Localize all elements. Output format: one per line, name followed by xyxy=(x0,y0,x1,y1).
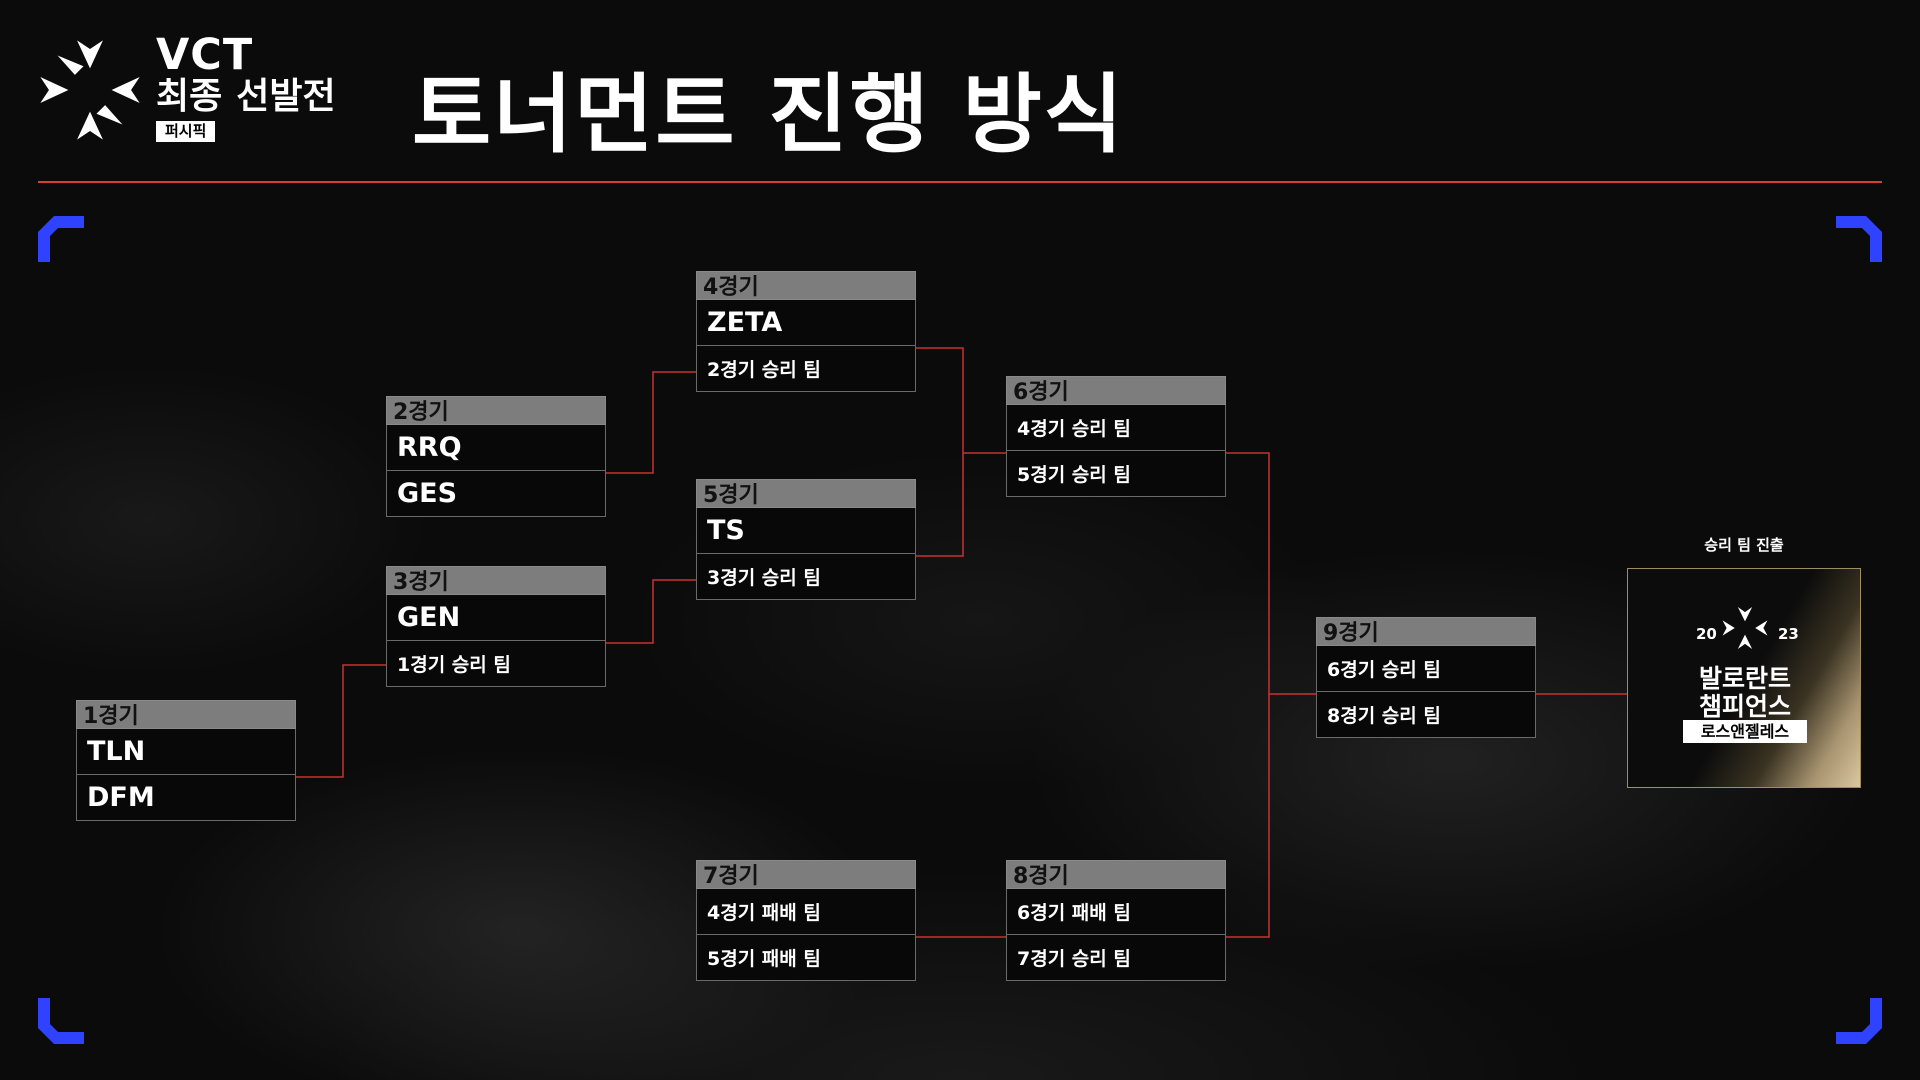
match-label: 8경기 xyxy=(1006,860,1226,889)
match-slot: 6경기 패배 팀 xyxy=(1006,889,1226,935)
champions-city-badge: 로스앤젤레스 xyxy=(1683,720,1807,743)
match-slot: DFM xyxy=(76,775,296,821)
corner-bracket-top-left-icon xyxy=(38,216,84,262)
corner-bracket-bottom-left-icon xyxy=(38,998,84,1044)
match-slot: TS xyxy=(696,508,916,554)
connector-m2-m4 xyxy=(606,371,696,474)
match-slot: 7경기 승리 팀 xyxy=(1006,935,1226,981)
connector-m8-m9 xyxy=(1226,694,1270,938)
year-left: 20 xyxy=(1696,625,1717,643)
match-6: 6경기 4경기 승리 팀 5경기 승리 팀 xyxy=(1006,376,1226,497)
match-slot: 3경기 승리 팀 xyxy=(696,554,916,600)
match-slot: 2경기 승리 팀 xyxy=(696,346,916,392)
match-slot: RRQ xyxy=(386,425,606,471)
connector-m1-m3 xyxy=(296,664,386,778)
match-label: 9경기 xyxy=(1316,617,1536,646)
match-4: 4경기 ZETA 2경기 승리 팀 xyxy=(696,271,916,392)
match-9: 9경기 6경기 승리 팀 8경기 승리 팀 xyxy=(1316,617,1536,738)
match-slot: 4경기 패배 팀 xyxy=(696,889,916,935)
match-label: 4경기 xyxy=(696,271,916,300)
match-slot: 5경기 패배 팀 xyxy=(696,935,916,981)
connector-m3-m5 xyxy=(606,579,696,644)
brand-final: 최종 xyxy=(156,76,223,117)
match-slot: GEN xyxy=(386,595,606,641)
connector-m6-m9 xyxy=(1226,452,1316,695)
year-right: 23 xyxy=(1778,625,1799,643)
match-label: 5경기 xyxy=(696,479,916,508)
match-label: 2경기 xyxy=(386,396,606,425)
match-slot: ZETA xyxy=(696,300,916,346)
advance-label: 승리 팀 진출 xyxy=(1704,536,1784,554)
match-slot: TLN xyxy=(76,729,296,775)
match-8: 8경기 6경기 패배 팀 7경기 승리 팀 xyxy=(1006,860,1226,981)
match-label: 1경기 xyxy=(76,700,296,729)
match-label: 3경기 xyxy=(386,566,606,595)
region-badge: 퍼시픽 xyxy=(156,121,216,142)
champions-title-line2: 챔피언스 xyxy=(1698,692,1791,721)
match-1: 1경기 TLN DFM xyxy=(76,700,296,821)
header-divider xyxy=(38,181,1882,183)
match-5: 5경기 TS 3경기 승리 팀 xyxy=(696,479,916,600)
match-7: 7경기 4경기 패배 팀 5경기 패배 팀 xyxy=(696,860,916,981)
connector-m5-m6 xyxy=(916,453,964,557)
brand-qualifier: 선발전 xyxy=(236,76,336,117)
match-label: 6경기 xyxy=(1006,376,1226,405)
brand-vct: VCT xyxy=(156,30,254,80)
match-slot: 1경기 승리 팀 xyxy=(386,641,606,687)
match-slot: 4경기 승리 팀 xyxy=(1006,405,1226,451)
match-slot: 5경기 승리 팀 xyxy=(1006,451,1226,497)
vct-champions-logo-icon xyxy=(1722,607,1768,649)
champions-title-line1: 발로란트 xyxy=(1698,664,1791,693)
corner-bracket-bottom-right-icon xyxy=(1836,998,1882,1044)
match-slot: 6경기 승리 팀 xyxy=(1316,646,1536,692)
vct-logo-icon xyxy=(40,40,140,140)
match-3: 3경기 GEN 1경기 승리 팀 xyxy=(386,566,606,687)
match-2: 2경기 RRQ GES xyxy=(386,396,606,517)
brand-subtitle: 최종 선발전 xyxy=(156,79,336,115)
page-title: 토너먼트 진행 방식 xyxy=(412,65,1125,165)
match-slot: GES xyxy=(386,471,606,517)
corner-bracket-top-right-icon xyxy=(1836,216,1882,262)
match-label: 7경기 xyxy=(696,860,916,889)
match-slot: 8경기 승리 팀 xyxy=(1316,692,1536,738)
champions-card: 20 23 발로란트 챔피언스 로스앤젤레스 xyxy=(1627,568,1861,788)
connector-m4-m6 xyxy=(916,347,1006,454)
